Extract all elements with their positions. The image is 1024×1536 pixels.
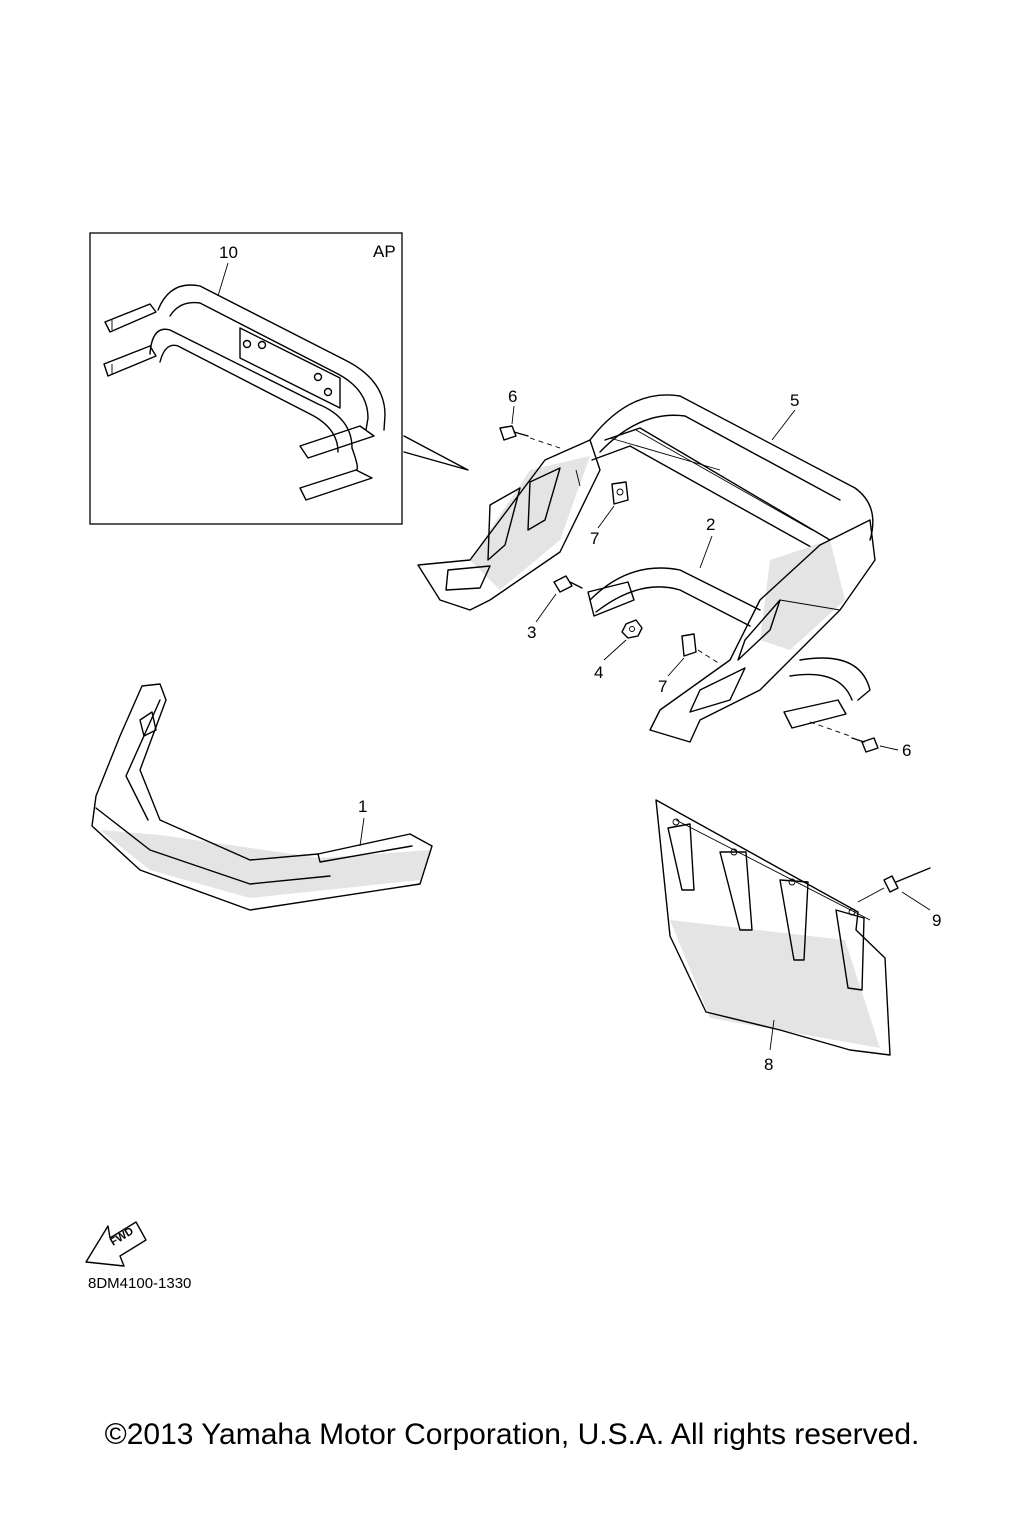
part-9-rivet[interactable]: 9 [857,867,941,930]
inset-part-number[interactable]: 10 [219,243,238,262]
part-7-clip-lower[interactable]: 7 [658,633,721,696]
callout-1[interactable]: 1 [358,797,367,816]
part-6-bolt-bottom[interactable]: 6 [809,721,911,760]
callout-6-top[interactable]: 6 [508,387,517,406]
callout-4[interactable]: 4 [594,663,603,682]
part-2-rear-bumper[interactable]: 2 [587,515,871,729]
part-6-bolt-top[interactable]: 6 [499,387,561,449]
part-3-bolt[interactable]: 3 [527,575,583,642]
part-10-rear-bumper-ap[interactable] [103,284,386,501]
part-8-snow-flap[interactable]: 8 [655,799,891,1074]
callout-2[interactable]: 2 [706,515,715,534]
part-4-nut[interactable]: 4 [594,619,643,682]
part-1-front-bumper[interactable]: 1 [91,683,433,911]
diagram-code: 8DM4100-1330 [88,1275,191,1292]
fwd-arrow: FWD [85,1221,147,1267]
part-5-rear-frame[interactable]: 5 [417,391,876,743]
callout-7-lower[interactable]: 7 [658,677,667,696]
callout-6-bottom[interactable]: 6 [902,741,911,760]
callout-3[interactable]: 3 [527,623,536,642]
copyright-notice: ©2013 Yamaha Motor Corporation, U.S.A. A… [104,1418,920,1451]
inset-box: 10 AP [89,232,469,525]
callout-5[interactable]: 5 [790,391,799,410]
inset-variant-label: AP [373,242,396,261]
callout-8[interactable]: 8 [764,1055,773,1074]
callout-7-upper[interactable]: 7 [590,529,599,548]
fwd-label: FWD [108,1225,136,1248]
part-7-clip-upper[interactable]: 7 [590,481,629,548]
callout-9[interactable]: 9 [932,911,941,930]
